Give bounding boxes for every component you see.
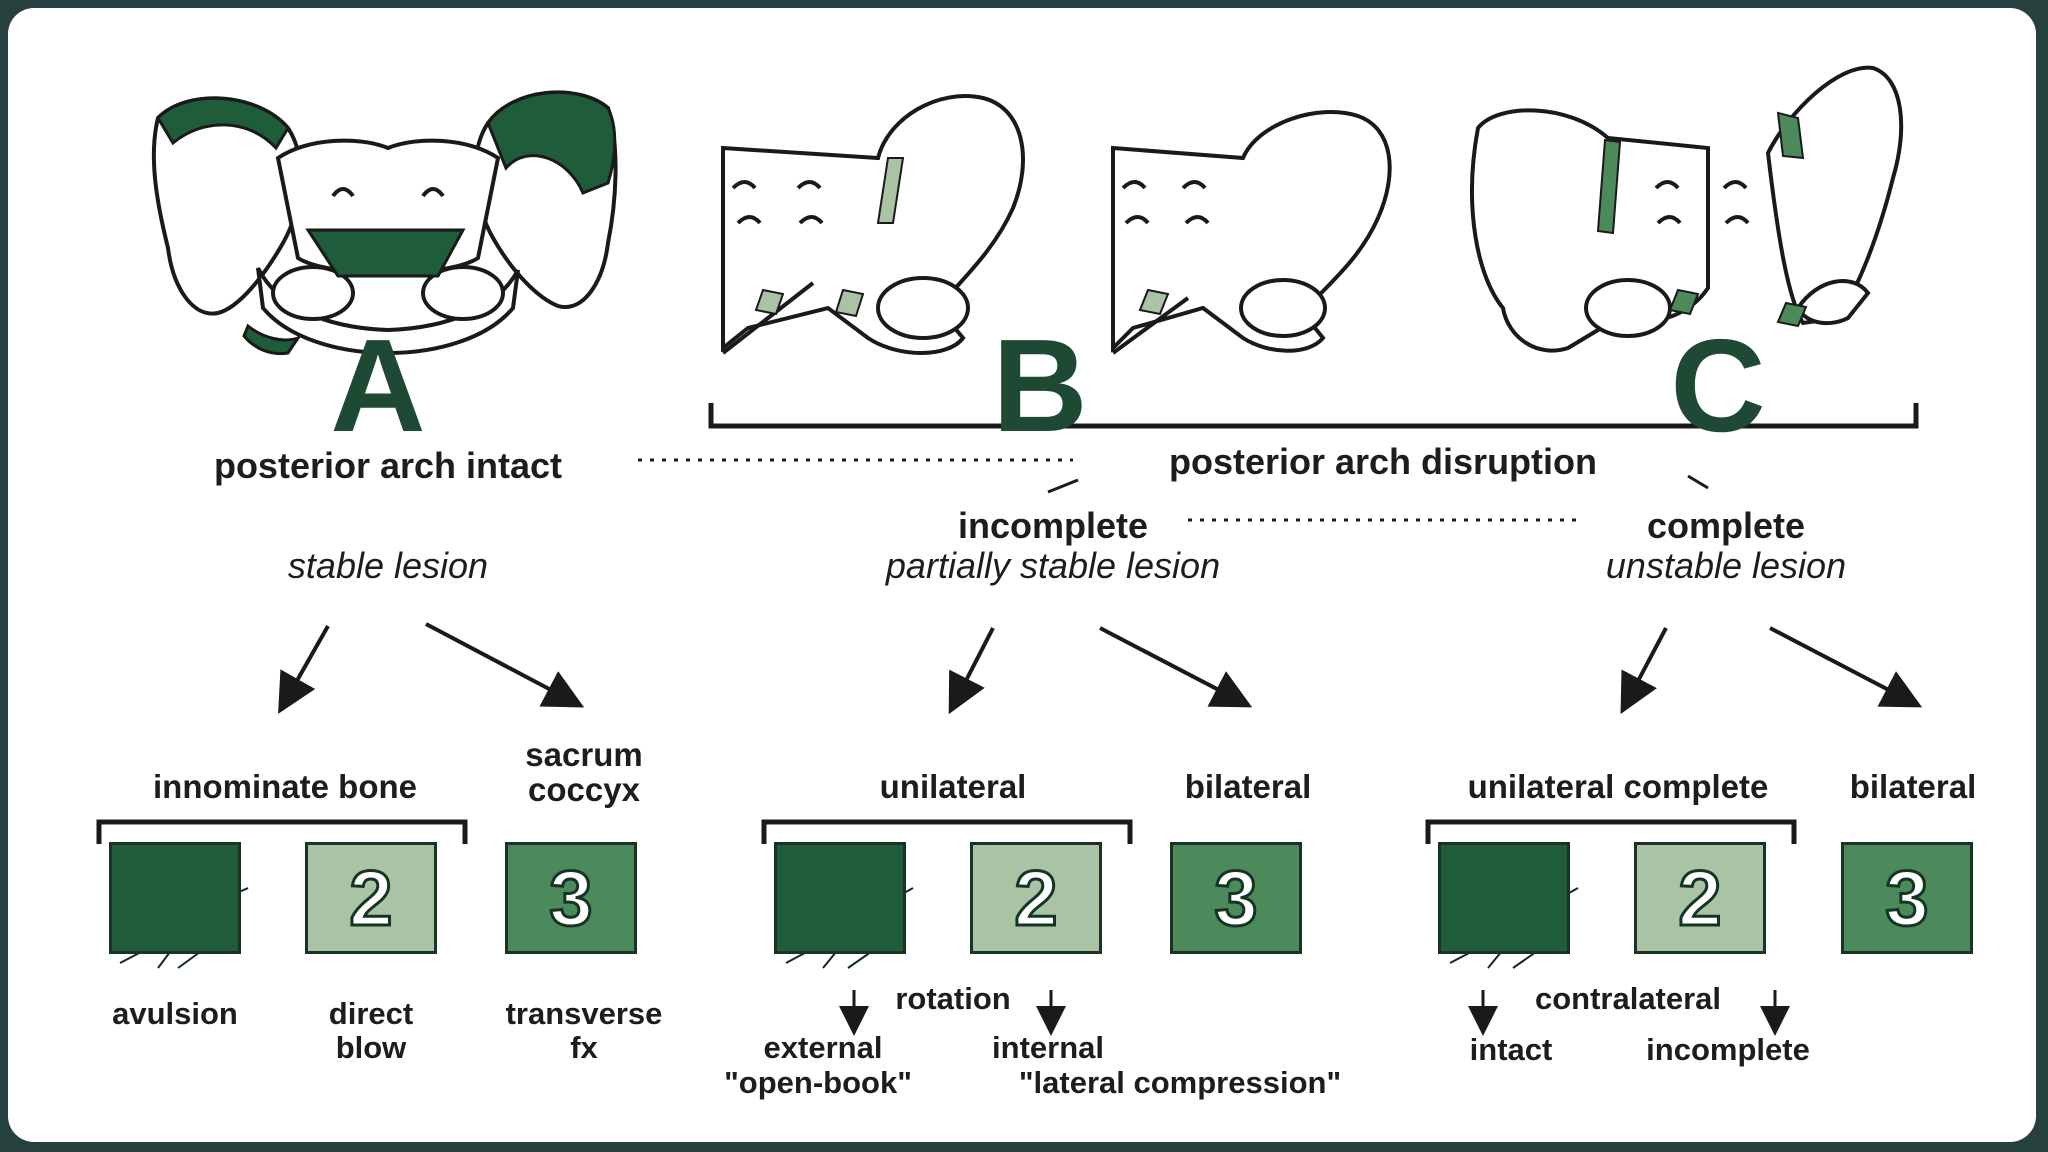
lesion-a3-number: 3 [548,852,594,943]
pelvis-b2-illustration [1111,110,1392,355]
lesion-a2-box: 2 [305,842,437,954]
unilateral-bracket [761,819,1133,844]
unilateral-complete-label: unilateral complete [1467,768,1769,805]
direct-label: direct [328,996,414,1031]
stable-lesion-label: stable lesion [287,545,489,586]
pelvis-b2-lesion-ramus [1138,288,1170,316]
sacrum-label: sacrum [525,736,643,773]
pelvis-a-lesion-ischium [242,323,302,356]
partially-stable-lesion-label: partially stable lesion [885,545,1221,586]
innominate-bracket [96,819,468,844]
internal-label: internal [992,1030,1104,1065]
pelvis-c-lesion-ramus [1668,288,1700,316]
branch-arrows [278,622,1923,715]
posterior-arch-disruption-heading: posterior arch disruption [1168,441,1598,482]
lesion-b3-number: 3 [1213,852,1259,943]
lesion-c2-number: 2 [1677,852,1723,943]
coccyx-label: coccyx [528,771,640,808]
unstable-lesion-label: unstable lesion [1605,545,1847,586]
rotation-label: rotation [895,981,1011,1016]
pelvis-c-illustration [1470,65,1904,353]
external-label: external [763,1030,883,1065]
pelvis-b1-lesion-ramus [834,288,865,318]
posterior-arch-intact-heading: posterior arch intact [213,445,563,486]
lesion-c3-box: 3 [1841,842,1973,954]
intact-label: intact [1469,1032,1553,1067]
blow-label: blow [335,1030,407,1065]
pelvis-b1-lesion-si [876,157,905,224]
avulsion-label: avulsion [112,996,238,1031]
pelvis-a-lesion-iliac-wing [156,96,290,151]
unilateral-label: unilateral [879,768,1027,805]
unilateral-complete-bracket [1425,819,1797,844]
type-b-letter: B [992,312,1088,459]
fx-label: fx [570,1030,598,1065]
bilateral-b-label: bilateral [1184,768,1312,805]
transverse-label: transverse [505,996,663,1031]
pelvic-fracture-classification-diagram [96,65,1923,1036]
lesion-a3-box: 3 [505,842,637,954]
complete-heading: complete [1646,505,1806,546]
pelvis-a-lesion-right-wing [486,90,617,195]
disruption-tick-right [1687,474,1709,490]
pelvis-b1-illustration [721,94,1025,355]
pelvis-c-lesion-pubis [1776,301,1808,328]
innominate-bone-label: innominate bone [153,768,417,805]
incomplete-c-label: incomplete [1646,1032,1810,1067]
small-down-arrows [839,990,1790,1036]
bilateral-c-label: bilateral [1849,768,1977,805]
lateral-compression-label: "lateral compression" [1018,1065,1342,1100]
lesion-c2-box: 2 [1634,842,1766,954]
bc-bracket [708,403,1919,429]
type-c-letter: C [1670,312,1766,459]
contralateral-label: contralateral [1534,981,1722,1016]
incomplete-heading: incomplete [957,505,1149,546]
lesion-c1-box [1438,842,1570,954]
diagram-frame: A B C posterior arch intact posterior ar… [8,8,2036,1142]
lesion-b1-box [774,842,906,954]
lesion-c3-number: 3 [1884,852,1930,943]
pelvis-b1-lesion-pubis [754,288,785,316]
pelvis-a-lesion-sacrum [305,228,466,278]
lesion-b2-number: 2 [1013,852,1059,943]
lesion-b3-box: 3 [1170,842,1302,954]
lesion-b2-box: 2 [970,842,1102,954]
pelvis-c-lesion-iliac [1776,111,1805,160]
lesion-a2-number: 2 [348,852,394,943]
type-a-letter: A [330,312,426,459]
open-book-label: "open-book" [724,1065,912,1100]
lesion-a1-box [109,842,241,954]
pelvis-c-lesion-si-left [1596,138,1622,235]
disruption-tick-left [1047,478,1079,494]
